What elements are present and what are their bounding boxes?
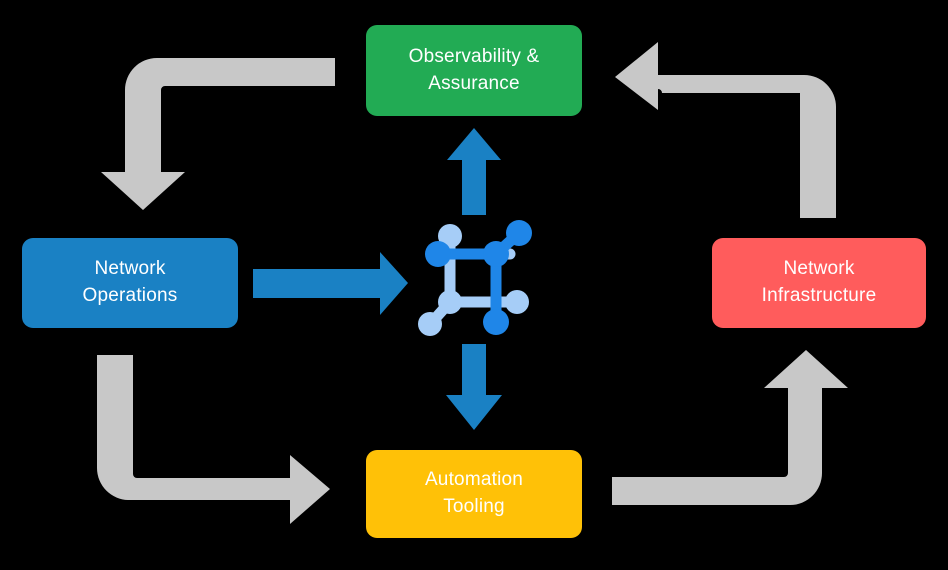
connector-hub-to-automation [446,344,502,430]
node-observability-assurance[interactable]: Observability & Assurance [366,25,582,116]
node-automation-tooling[interactable]: Automation Tooling [366,450,582,538]
node-network-infrastructure[interactable]: Network Infrastructure [712,238,926,328]
connector-observability-to-ops [101,58,335,210]
connector-ops-to-hub [253,252,408,315]
node-network-operations[interactable]: Network Operations [22,238,238,328]
connector-automation-to-infrastructure [612,350,848,505]
connector-ops-to-automation [97,355,330,524]
connector-hub-to-observability [447,128,501,215]
network-topology-icon [418,220,532,336]
connector-infrastructure-to-observability [615,42,836,218]
